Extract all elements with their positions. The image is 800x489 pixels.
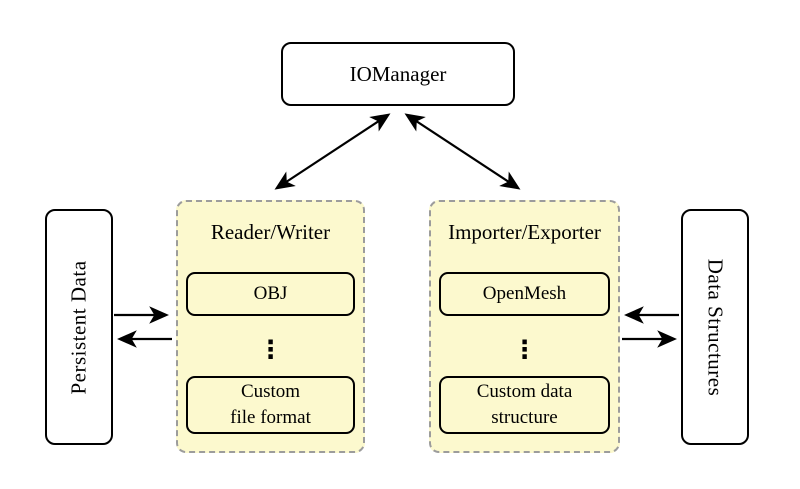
importer-exporter-title: Importer/Exporter [448, 220, 601, 244]
reader-writer-title: Reader/Writer [210, 220, 331, 244]
iomanager-label: IOManager [349, 61, 447, 86]
panel-reader-writer: Reader/Writer OBJ ⋮ Custom file format [176, 200, 365, 453]
vertical-ellipsis: ⋮ [512, 334, 537, 364]
obj-label: OBJ [253, 283, 288, 304]
ellipsis-dots-right: ⋮ [431, 332, 618, 366]
node-openmesh: OpenMesh [439, 272, 610, 316]
openmesh-label: OpenMesh [482, 283, 567, 304]
vertical-ellipsis: ⋮ [258, 334, 283, 364]
node-persistent-data: Persistent Data [45, 209, 113, 445]
arrow-iomanager-importerexporter [404, 113, 521, 190]
node-obj: OBJ [186, 272, 355, 316]
node-data-structures: Data Structures [681, 209, 749, 445]
arrow-iomanager-readerwriter [274, 113, 391, 190]
custom-data-structure-line1: Custom data [476, 381, 573, 402]
custom-data-structure-line2: structure [491, 407, 558, 428]
node-custom-file-format: Custom file format [186, 376, 355, 434]
persistent-data-label: Persistent Data [66, 259, 91, 395]
panel-importer-exporter: Importer/Exporter OpenMesh ⋮ Custom data… [429, 200, 620, 453]
custom-file-format-line2: file format [230, 407, 311, 428]
custom-file-format-line1: Custom [240, 381, 301, 402]
node-custom-data-structure: Custom data structure [439, 376, 610, 434]
node-iomanager: IOManager [281, 42, 515, 106]
data-structures-label: Data Structures [703, 258, 728, 396]
ellipsis-dots-left: ⋮ [178, 332, 363, 366]
